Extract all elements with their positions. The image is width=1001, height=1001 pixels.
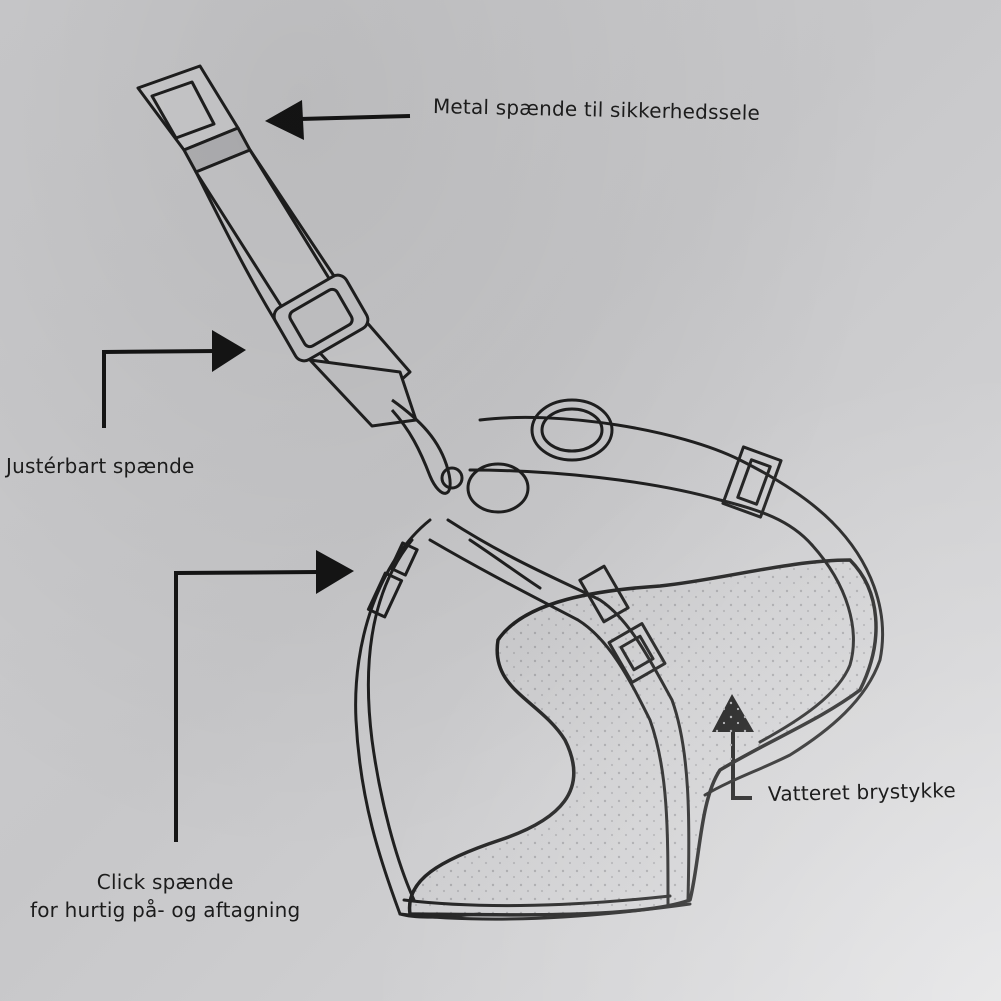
label-padded-chest: Vatteret brystykke bbox=[767, 778, 957, 806]
label-click-buckle: Click spænde for hurtig på- og aftagning bbox=[30, 868, 300, 924]
arrow-click-buckle bbox=[174, 550, 354, 842]
seatbelt-strap bbox=[136, 64, 530, 514]
label-click-buckle-line1: Click spænde bbox=[96, 870, 234, 894]
arrow-adjustable-buckle bbox=[102, 330, 246, 428]
label-adjustable-buckle: Justérbart spænde bbox=[6, 454, 195, 478]
arrow-metal-buckle bbox=[265, 100, 411, 140]
harness-body bbox=[354, 398, 885, 921]
label-click-buckle-line2: for hurtig på- og aftagning bbox=[30, 898, 301, 922]
